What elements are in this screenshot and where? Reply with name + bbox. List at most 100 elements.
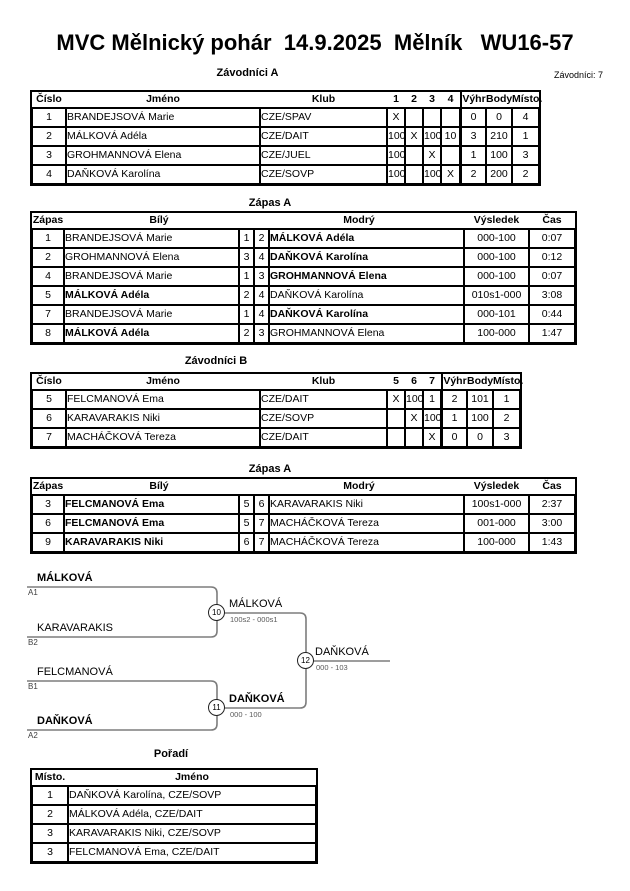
table-row: 2 MÁLKOVÁ Adéla, CZE/DAIT: [32, 805, 316, 824]
cell-round: X: [387, 108, 405, 127]
bracket-score: 100s2 - 000s1: [230, 615, 278, 624]
table-row: 3 FELCMANOVÁ Ema, CZE/DAIT: [32, 843, 316, 862]
col-jmeno: Jméno: [68, 770, 316, 786]
cell-round: X: [441, 165, 460, 184]
table-row: 1 BRANDEJSOVÁ Marie CZE/SPAV X 0 0 4: [32, 108, 539, 127]
bracket-seed-label: A2: [28, 731, 38, 740]
table-header-row: Zápas Bílý Modrý Výsledek Čas: [32, 213, 576, 229]
cell-misto: 4: [512, 108, 539, 127]
table-row: 1 DAŇKOVÁ Karolína, CZE/SOVP: [32, 786, 316, 805]
matches-a-table: Zápas Bílý Modrý Výsledek Čas 1 BRANDEJS…: [30, 211, 578, 345]
cell-jmeno: GROHMANNOVÁ Elena: [66, 146, 260, 165]
matches-b-title: Zápas A: [248, 463, 292, 475]
cell-bily-cislo: 1: [239, 305, 255, 324]
col-misto: Místo.: [493, 374, 523, 390]
cell-misto: 3: [493, 428, 520, 447]
cell-jmeno: KARAVARAKIS Niki, CZE/SOVP: [68, 824, 316, 843]
cell-vysledek: 010s1-000: [464, 286, 530, 305]
cell-round: 100: [423, 409, 441, 428]
cell-modry-cislo: 3: [254, 267, 270, 286]
cell-misto: 1: [32, 786, 68, 805]
cell-bily: MÁLKOVÁ Adéla: [64, 324, 239, 343]
cell-modry-cislo: 6: [254, 495, 270, 514]
table-row: 2 GROHMANNOVÁ Elena 3 4 DAŇKOVÁ Karolína…: [32, 248, 576, 267]
table-header-row: Číslo Jméno Klub 1 2 3 4 Výhr Body Místo…: [32, 92, 542, 108]
cell-modry-cislo: 4: [254, 305, 270, 324]
cell-vysledek: 100-000: [464, 324, 530, 343]
cell-klub: CZE/DAIT: [260, 127, 387, 146]
group-a-title: Závodníci A: [216, 67, 279, 79]
cell-jmeno: BRANDEJSOVÁ Marie: [66, 108, 260, 127]
cell-round: X: [423, 146, 441, 165]
cell-body: 101: [467, 390, 493, 409]
cell-cas: 0:12: [529, 248, 576, 267]
bracket-entry-name: KARAVARAKIS: [37, 622, 114, 634]
cell-cas: 1:43: [529, 533, 576, 552]
cell-misto: 3: [32, 824, 68, 843]
cell-bily-cislo: 5: [239, 514, 255, 533]
cell-round: [405, 146, 423, 165]
cell-round: 1: [423, 390, 441, 409]
table-row: 3 GROHMANNOVÁ Elena CZE/JUEL 100 X 1 100…: [32, 146, 539, 165]
col-vyhr: Výhr: [460, 92, 486, 108]
bracket-score: 000 - 100: [230, 710, 262, 719]
cell-jmeno: FELCMANOVÁ Ema: [66, 390, 260, 409]
cell-round: 100: [405, 390, 423, 409]
cell-jmeno: MÁLKOVÁ Adéla, CZE/DAIT: [68, 805, 316, 824]
table-row: 9 KARAVARAKIS Niki 6 7 MACHÁČKOVÁ Tereza…: [32, 533, 576, 552]
cell-zapas: 1: [32, 229, 64, 248]
col-round-2: 2: [405, 92, 423, 108]
cell-bily: BRANDEJSOVÁ Marie: [64, 305, 239, 324]
cell-vyhr: 2: [460, 165, 486, 184]
col-round-4: 4: [441, 92, 460, 108]
col-klub: Klub: [260, 374, 387, 390]
cell-klub: CZE/SOVP: [260, 409, 387, 428]
col-round-6: 6: [405, 374, 423, 390]
cell-klub: CZE/SPAV: [260, 108, 387, 127]
col-body: Body: [467, 374, 493, 390]
cell-bily-cislo: 1: [239, 267, 255, 286]
table-row: 7 MACHÁČKOVÁ Tereza CZE/DAIT X 0 0 3: [32, 428, 520, 447]
cell-body: 210: [486, 127, 512, 146]
cell-vysledek: 000-101: [464, 305, 530, 324]
bracket-match-number-11: 11: [208, 699, 225, 716]
bracket-seed-label: B2: [28, 638, 38, 647]
cell-cislo: 3: [32, 146, 66, 165]
bracket-match-number-10: 10: [208, 604, 225, 621]
cell-zapas: 7: [32, 305, 64, 324]
cell-vysledek: 001-000: [464, 514, 530, 533]
cell-bily-cislo: 1: [239, 229, 255, 248]
cell-vyhr: 0: [460, 108, 486, 127]
cell-misto: 2: [32, 805, 68, 824]
cell-cislo: 1: [32, 108, 66, 127]
bracket-winner-name: DAŇKOVÁ: [315, 646, 369, 658]
col-cas: Čas: [529, 479, 576, 495]
bracket-score: 000 - 103: [316, 663, 348, 672]
table-row: 2 MÁLKOVÁ Adéla CZE/DAIT 100 X 100 10 3 …: [32, 127, 539, 146]
cell-vyhr: 3: [460, 127, 486, 146]
cell-round: X: [405, 127, 423, 146]
cell-round: [387, 428, 405, 447]
cell-vyhr: 0: [441, 428, 467, 447]
matches-b-table: Zápas Bílý Modrý Výsledek Čas 3 FELCMANO…: [30, 477, 578, 554]
cell-vysledek: 000-100: [464, 229, 530, 248]
col-cislo: Číslo: [32, 92, 66, 108]
cell-misto: 2: [512, 165, 539, 184]
cell-zapas: 2: [32, 248, 64, 267]
col-bily: Bílý: [64, 479, 255, 495]
cell-modry: GROHMANNOVÁ Elena: [269, 324, 465, 343]
bracket-entry-name: DAŇKOVÁ: [37, 715, 93, 727]
cell-cislo: 7: [32, 428, 66, 447]
cell-klub: CZE/DAIT: [260, 428, 387, 447]
cell-bily-cislo: 2: [239, 324, 255, 343]
col-zapas: Zápas: [32, 213, 64, 229]
cell-cas: 3:08: [529, 286, 576, 305]
cell-modry-cislo: 2: [254, 229, 270, 248]
matches-a-title: Zápas A: [248, 197, 292, 209]
cell-cas: 0:07: [529, 267, 576, 286]
cell-klub: CZE/SOVP: [260, 165, 387, 184]
cell-round: [441, 108, 460, 127]
cell-zapas: 9: [32, 533, 64, 552]
cell-modry: MÁLKOVÁ Adéla: [269, 229, 465, 248]
